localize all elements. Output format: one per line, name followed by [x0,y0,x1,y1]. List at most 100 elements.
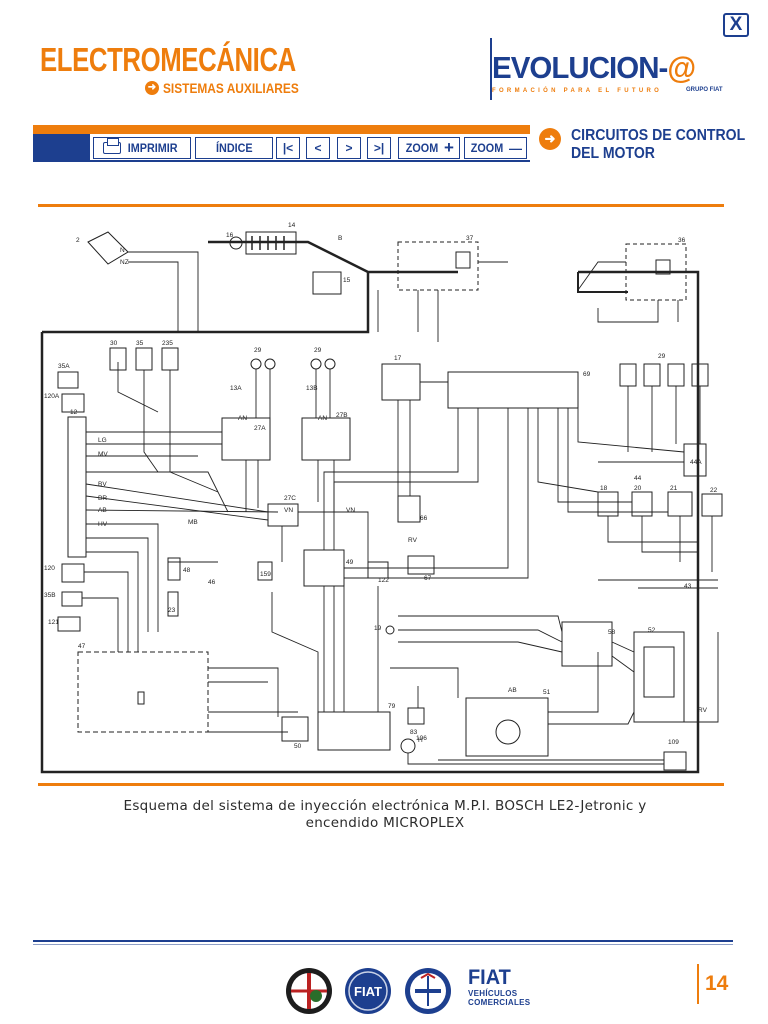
svg-text:AN: AN [318,415,327,422]
svg-text:27B: 27B [336,412,348,419]
svg-text:79: 79 [388,703,396,710]
svg-text:MB: MB [188,519,198,526]
chevron-left-icon: < [314,141,322,155]
brand-tagline: FORMACIÓN PARA EL FUTURO [492,88,663,94]
brand-divider [490,38,492,100]
svg-text:FIAT: FIAT [354,984,382,999]
svg-text:20: 20 [634,485,642,492]
caption-line2: encendido MICROPLEX [305,815,465,831]
printer-icon [103,138,122,154]
svg-text:44: 44 [634,475,642,482]
minus-icon: — [509,140,522,156]
svg-text:47: 47 [78,643,86,650]
fiat-commercial-line2: COMERCIALES [468,998,531,1007]
svg-text:18: 18 [600,485,608,492]
fiat-commercial-logo: FIAT VEHÍCULOS COMERCIALES [468,966,531,1007]
svg-text:RV: RV [408,537,418,544]
prev-page-button[interactable]: < [306,137,330,159]
svg-text:15: 15 [343,277,351,284]
page-number-bar [697,964,699,1004]
svg-text:AB: AB [98,507,107,514]
svg-text:120A: 120A [44,393,60,400]
svg-text:106: 106 [416,735,427,742]
zoom-out-button[interactable]: ZOOM — [464,137,527,159]
svg-text:35B: 35B [44,592,56,599]
svg-text:B: B [338,235,342,242]
toolbar-bottom-rule [33,160,530,162]
svg-text:19: 19 [374,625,382,632]
svg-text:30: 30 [110,340,118,347]
last-page-icon: >| [373,141,385,155]
toolbar-accent-bar [33,125,530,134]
last-page-button[interactable]: >| [367,137,391,159]
zoom-in-button[interactable]: ZOOM + [398,137,460,159]
svg-text:121: 121 [48,619,59,626]
svg-text:235: 235 [162,340,173,347]
svg-text:66: 66 [420,515,428,522]
plus-icon: + [444,138,454,157]
svg-text:AB: AB [508,687,517,694]
svg-text:36: 36 [678,237,686,244]
svg-text:67: 67 [424,575,432,582]
svg-text:12: 12 [70,409,78,416]
next-page-button[interactable]: > [337,137,361,159]
caption-line1: Esquema del sistema de inyección electró… [123,798,647,814]
section-arrow-icon: ➜ [539,128,561,150]
svg-text:MV: MV [98,451,108,458]
index-button[interactable]: ÍNDICE [195,137,273,159]
svg-text:HV: HV [98,521,108,528]
svg-text:27A: 27A [254,425,266,432]
first-page-button[interactable]: |< [276,137,300,159]
page-title: ELECTROMECÁNICA [40,41,296,78]
svg-text:69: 69 [583,371,591,378]
fiat-commercial-line1: VEHÍCULOS [468,989,518,998]
svg-text:VN: VN [284,507,293,514]
svg-text:16: 16 [226,232,234,239]
fiat-commercial-brand: FIAT [468,966,511,989]
svg-text:109: 109 [668,739,679,746]
svg-text:13A: 13A [230,385,242,392]
chevron-right-icon: > [345,141,353,155]
brand-main: EVOLUCION- [492,50,668,85]
footer-rule-thin [33,944,733,945]
section-title-line2: DEL MOTOR [571,145,655,162]
svg-text:N: N [120,247,125,254]
svg-text:14: 14 [288,222,296,229]
first-page-icon: |< [282,141,294,155]
svg-text:LG: LG [98,437,107,444]
print-label: IMPRIMIR [128,141,178,155]
brand-at: @ [667,50,696,85]
svg-text:AN: AN [238,415,247,422]
svg-text:BV: BV [98,481,107,488]
svg-text:H: H [418,737,423,744]
brand-logo: EVOLUCION-@ [492,50,696,86]
arrow-bullet-icon: ➜ [145,81,159,95]
svg-text:35A: 35A [58,363,70,370]
svg-text:NZ: NZ [120,259,129,266]
svg-text:52: 52 [648,627,656,634]
svg-text:58: 58 [608,629,616,636]
svg-text:22: 22 [710,487,718,494]
brand-group: GRUPO FIAT [686,87,723,93]
svg-text:44A: 44A [690,459,702,466]
svg-text:51: 51 [543,689,551,696]
svg-text:RV: RV [698,707,708,714]
section-title: CIRCUITOS DE CONTROL DEL MOTOR [571,127,745,163]
svg-text:17: 17 [394,355,402,362]
svg-text:48: 48 [183,567,191,574]
svg-text:122: 122 [378,577,389,584]
diagram-top-rule [38,204,724,207]
close-button[interactable]: X [723,13,749,37]
svg-text:13B: 13B [306,385,318,392]
print-button[interactable]: IMPRIMIR [93,137,191,159]
svg-text:37: 37 [466,235,474,242]
svg-text:VN: VN [346,507,355,514]
diagram-caption: Esquema del sistema de inyección electró… [40,798,730,832]
svg-text:2: 2 [76,237,80,244]
lancia-logo [405,968,451,1014]
svg-text:159: 159 [260,571,271,578]
svg-text:27C: 27C [284,495,296,502]
svg-text:29: 29 [314,347,322,354]
svg-text:46: 46 [208,579,216,586]
